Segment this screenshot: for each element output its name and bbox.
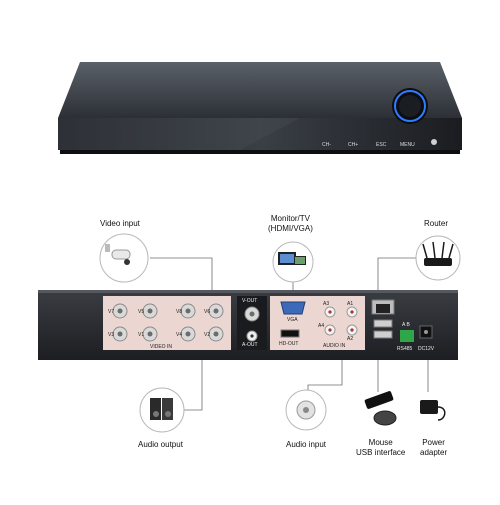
- label-v8: V8: [176, 309, 182, 315]
- audio-in-ports: [324, 306, 358, 336]
- speaker-callout: [139, 387, 185, 433]
- label-monitor-line1: Monitor/TV: [270, 214, 310, 223]
- label-a-out: A-OUT: [242, 342, 258, 348]
- router-callout: [415, 235, 461, 281]
- label-v1: V1: [138, 332, 144, 338]
- label-power: Power adapter: [420, 438, 447, 458]
- label-video-in: VIDEO IN: [150, 344, 172, 350]
- label-router: Router: [424, 219, 449, 228]
- usb-ports: [373, 319, 393, 339]
- label-a3: A3: [323, 301, 329, 307]
- hdmi-port: [280, 329, 300, 338]
- label-monitor: Monitor/TV (HDMI/VGA): [268, 214, 313, 234]
- vga-port: [280, 301, 306, 315]
- label-v7: V7: [108, 309, 114, 315]
- ch-plus-button[interactable]: CH+: [348, 142, 359, 148]
- label-a1: A1: [347, 301, 353, 307]
- front-led-icon: [431, 139, 437, 145]
- label-video-input: Video input: [100, 219, 140, 228]
- label-power-line1: Power: [422, 438, 445, 447]
- power-adapter-icon: [420, 400, 446, 421]
- ch-minus-button[interactable]: CH-: [322, 142, 331, 148]
- label-v3: V3: [108, 332, 114, 338]
- label-mouse-line2: USB interface: [356, 448, 406, 457]
- label-hd-out: HD-OUT: [279, 341, 298, 347]
- menu-button[interactable]: MENU: [400, 142, 415, 148]
- label-audio-in: AUDIO IN: [323, 343, 346, 349]
- label-power-line2: adapter: [420, 448, 448, 457]
- power-button-ring[interactable]: [392, 88, 428, 124]
- label-monitor-line2: (HDMI/VGA): [268, 224, 313, 233]
- monitor-callout: [272, 241, 314, 283]
- usb-mouse-icon: [364, 391, 397, 426]
- label-mouse-line1: Mouse: [368, 438, 393, 447]
- label-a4: A4: [318, 323, 324, 329]
- microphone-callout: [285, 389, 327, 431]
- lan-port: [371, 299, 395, 315]
- label-v-out: V-OUT: [242, 298, 257, 304]
- label-a2: A2: [347, 336, 353, 342]
- label-mouse: Mouse USB interface: [356, 438, 405, 458]
- label-vga: VGA: [287, 317, 298, 323]
- label-v6: V6: [204, 309, 210, 315]
- label-rs485: RS485: [397, 346, 413, 352]
- camera-callout: [99, 233, 149, 283]
- label-audio-input: Audio input: [286, 440, 327, 449]
- dc-jack: [419, 325, 433, 339]
- label-rs485-pins: A B: [402, 322, 410, 328]
- label-dc12v: DC12V: [418, 346, 435, 352]
- label-audio-output: Audio output: [138, 440, 183, 449]
- dvr-front-unit: [58, 62, 462, 154]
- rear-panel-labels: V7 V5 V3 V1 V8 V6 V4 V2 VIDEO IN V-OUT A…: [108, 298, 435, 352]
- rs485-terminal: [400, 330, 414, 342]
- esc-button[interactable]: ESC: [376, 142, 387, 148]
- label-v5: V5: [138, 309, 144, 315]
- label-v2: V2: [204, 332, 210, 338]
- v-out-a-out-ports: [244, 306, 260, 342]
- label-v4: V4: [176, 332, 182, 338]
- bnc-video-inputs: [112, 303, 224, 342]
